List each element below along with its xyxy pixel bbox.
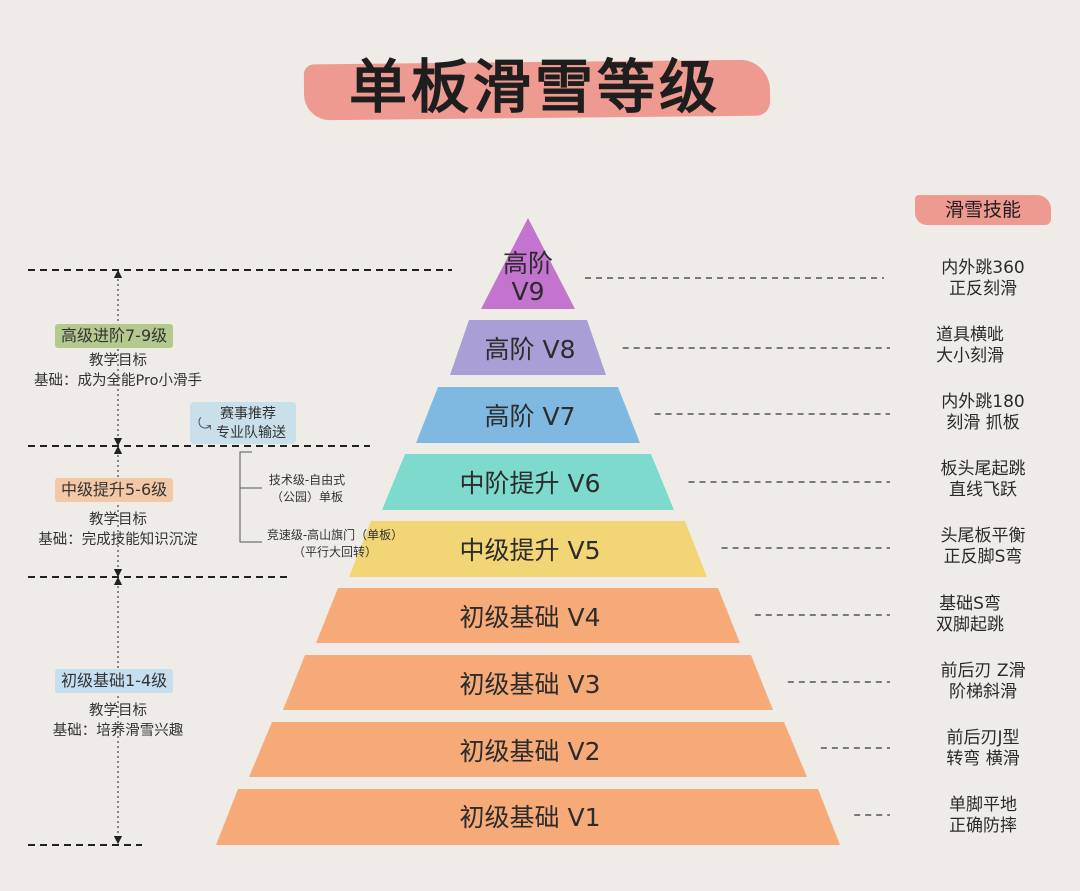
- level-label-v6: 中阶提升 V6: [459, 469, 601, 498]
- tier-v7: [416, 387, 640, 443]
- branch-freestyle: 技术级-自由式 （公园）单板: [262, 472, 352, 506]
- tier-v3: [283, 655, 773, 710]
- skill-v3-line1: 前后刃 Z滑: [940, 661, 1026, 681]
- skill-v3-line2: 阶梯斜滑: [949, 682, 1017, 702]
- level-label-v1: 初级基础 V1: [459, 803, 601, 832]
- stage-goal-intermediate: 教学目标: [89, 512, 147, 528]
- level-v9-line2: V9: [511, 277, 545, 306]
- branch-alpine-line1: 竞速级-高山旗门（单板）: [266, 528, 404, 542]
- skills-header: 滑雪技能: [915, 195, 1051, 225]
- level-label-v5: 中级提升 V5: [459, 536, 601, 565]
- branch-bracket: [239, 451, 262, 543]
- skill-v1: 单脚平地 正确防摔: [903, 795, 1063, 837]
- level-label-v8: 高阶 V8: [484, 335, 576, 364]
- level-label-v2: 初级基础 V2: [459, 737, 601, 766]
- stage-desc-beginner: 基础：培养滑雪兴趣: [52, 723, 184, 739]
- branch-freestyle-line2: （公园）单板: [270, 490, 343, 504]
- skill-v1-line2: 正确防摔: [949, 816, 1017, 836]
- branch-alpine: 竞速级-高山旗门（单板） （平行大回转）: [262, 527, 408, 561]
- level-label-v7: 高阶 V7: [484, 402, 576, 431]
- skill-v4-line1: 基础S弯: [939, 594, 1001, 614]
- competition-note: ⤿ 赛事推荐 专业队输送: [190, 402, 296, 444]
- level-v9-line1: 高阶: [502, 249, 553, 278]
- curl-arrow-icon: ⤿: [198, 414, 212, 433]
- skill-v3: 前后刃 Z滑 阶梯斜滑: [903, 661, 1063, 703]
- skill-v6-line1: 板头尾起跳: [940, 459, 1026, 479]
- level-label-v4: 初级基础 V4: [459, 603, 601, 632]
- tier-v8: [450, 320, 606, 375]
- tier-v2: [249, 722, 807, 777]
- tier-v6: [382, 454, 674, 510]
- skill-v2-line2: 转弯 横滑: [946, 749, 1020, 769]
- stage-badge-intermediate: 中级提升5-6级: [55, 478, 174, 502]
- skill-v5: 头尾板平衡 正反脚S弯: [903, 526, 1063, 568]
- stage-goal-advanced: 教学目标: [89, 353, 147, 369]
- skill-v9-line2: 正反刻滑: [949, 279, 1017, 299]
- skill-v8: 道具横呲 大小刻滑: [890, 325, 1050, 367]
- skill-v8-line2: 大小刻滑: [936, 346, 1004, 366]
- stage-badge-advanced: 高级进阶7-9级: [55, 324, 174, 348]
- stage-desc-advanced: 基础：成为全能Pro小滑手: [33, 373, 202, 389]
- skills-header-label: 滑雪技能: [944, 199, 1021, 221]
- skill-v4-line2: 双脚起跳: [936, 615, 1004, 635]
- skill-v5-line2: 正反脚S弯: [943, 547, 1023, 567]
- stage-desc-intermediate: 基础：完成技能知识沉淀: [38, 532, 198, 548]
- skill-v9: 内外跳360 正反刻滑: [903, 258, 1063, 300]
- tier-v4: [316, 588, 740, 643]
- branch-freestyle-line1: 技术级-自由式: [268, 473, 346, 487]
- level-label-v9: 高阶 V9: [478, 250, 578, 306]
- branch-alpine-line2: （平行大回转）: [292, 545, 377, 559]
- tier-v9: [481, 218, 575, 309]
- skill-v6: 板头尾起跳 直线飞跃: [903, 459, 1063, 501]
- skill-v1-line1: 单脚平地: [949, 795, 1017, 815]
- skill-v7-line2: 刻滑 抓板: [946, 413, 1020, 433]
- skill-v7-line1: 内外跳180: [941, 392, 1025, 412]
- stage-goal-beginner: 教学目标: [89, 703, 147, 719]
- tier-v1: [216, 789, 840, 845]
- skill-v7: 内外跳180 刻滑 抓板: [903, 392, 1063, 434]
- tier-v5: [349, 521, 707, 577]
- skill-v4: 基础S弯 双脚起跳: [890, 594, 1050, 636]
- competition-note-line1: 赛事推荐: [220, 406, 276, 422]
- skill-v2-line1: 前后刃J型: [946, 728, 1020, 748]
- skill-v2: 前后刃J型 转弯 横滑: [903, 728, 1063, 770]
- level-label-v3: 初级基础 V3: [459, 670, 601, 699]
- skill-v8-line1: 道具横呲: [936, 325, 1004, 345]
- skill-v9-line1: 内外跳360: [941, 258, 1025, 278]
- skill-v6-line2: 直线飞跃: [949, 480, 1017, 500]
- stage-badge-beginner: 初级基础1-4级: [55, 669, 174, 693]
- competition-note-line2: 专业队输送: [216, 425, 286, 441]
- skill-v5-line1: 头尾板平衡: [940, 526, 1026, 546]
- page-title: 单板滑雪等级: [348, 53, 721, 121]
- title-banner: 单板滑雪等级: [300, 48, 771, 126]
